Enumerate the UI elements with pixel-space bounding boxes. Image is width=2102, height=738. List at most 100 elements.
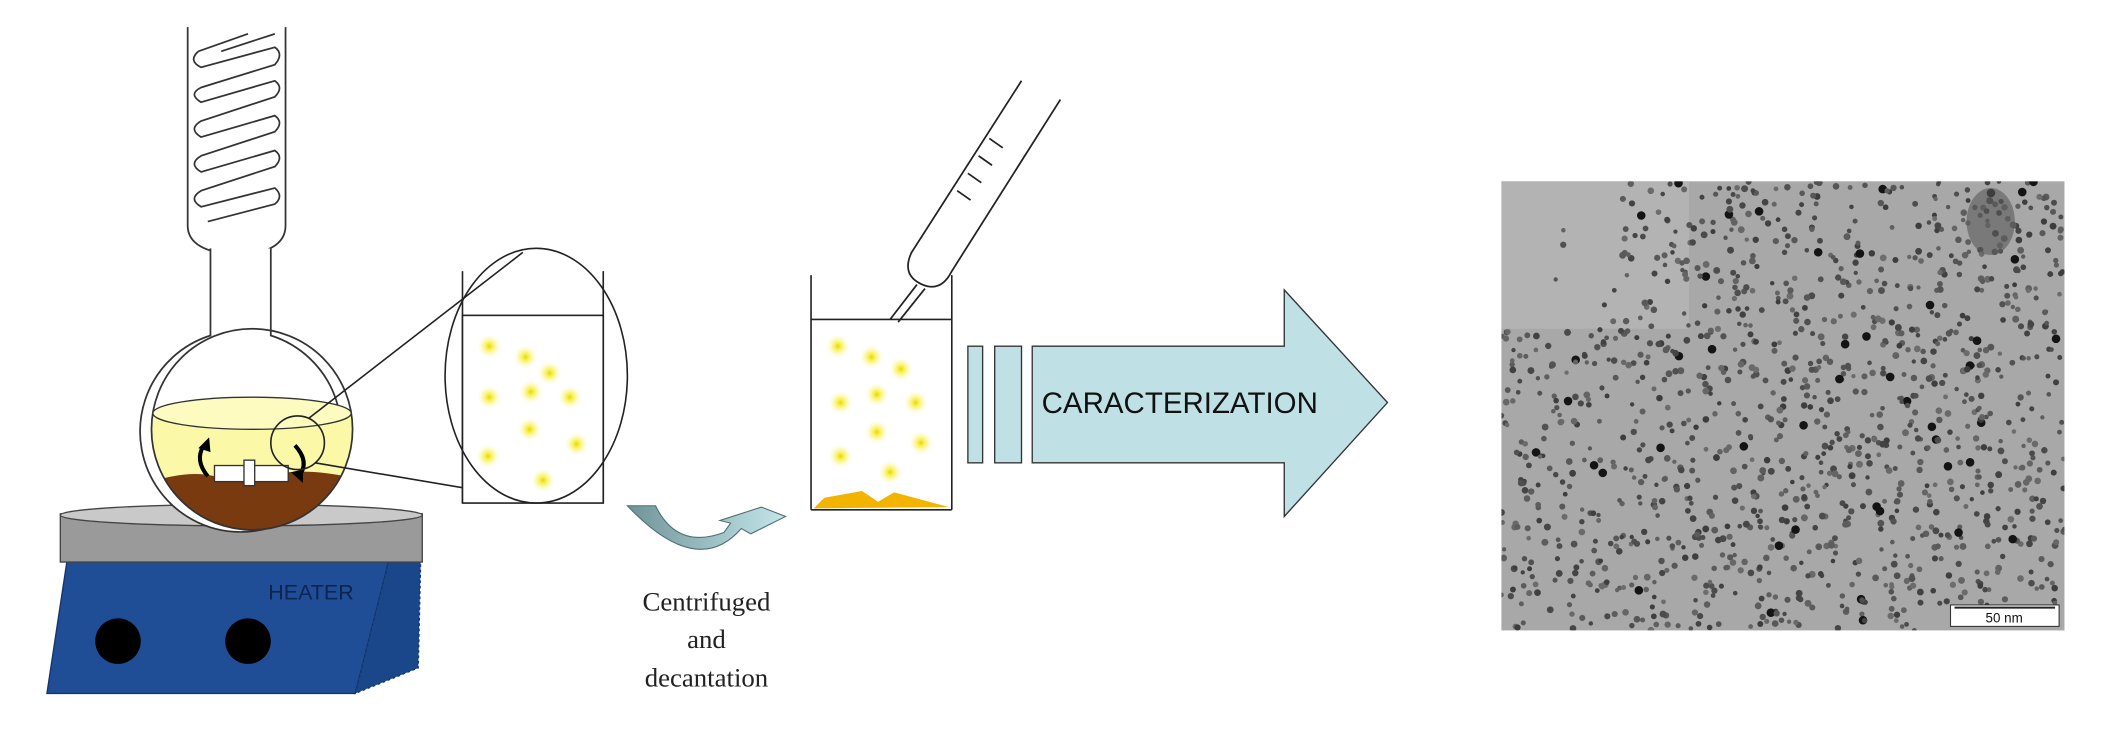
- nanoparticle-dot: [1501, 554, 1508, 562]
- nanoparticle-dot: [1911, 628, 1917, 631]
- nanoparticle-dot: [1903, 577, 1910, 585]
- nanoparticle-dot: [2026, 437, 2033, 443]
- nanoparticle-dot: [1944, 532, 1951, 538]
- nanoparticle-dot: [1579, 507, 1585, 512]
- nanoparticle-dot: [1656, 443, 1665, 453]
- nanoparticle-dot: [1781, 249, 1788, 256]
- nanoparticle-dot: [1962, 399, 1967, 405]
- nanoparticle-dot: [1838, 292, 1845, 299]
- nanoparticle-dot: [1771, 201, 1777, 207]
- nanoparticle-dot: [1878, 526, 1884, 532]
- pipette: [889, 80, 1062, 323]
- nanoparticle-dot: [1740, 341, 1746, 347]
- round-bottom-flask: [139, 248, 354, 533]
- nanoparticle-dot: [1948, 328, 1954, 334]
- nanoparticle-dot: [1730, 542, 1736, 548]
- nanoparticle-dot: [2044, 576, 2050, 582]
- nanoparticle-dot: [1874, 278, 1879, 284]
- nanoparticle-dot: [1948, 253, 1954, 259]
- heater-knob[interactable]: [95, 618, 141, 664]
- nanoparticle-dot: [1918, 258, 1924, 264]
- nanoparticle-dot: [1664, 216, 1671, 223]
- nanoparticle-dot: [1885, 467, 1893, 474]
- nanoparticle-glow-group: [475, 334, 589, 493]
- nanoparticle-dot: [2038, 584, 2045, 590]
- nanoparticle-dot: [1678, 466, 1685, 474]
- nanoparticle-dot: [1524, 332, 1531, 339]
- nanoparticle-dot: [1842, 520, 1849, 528]
- nanoparticle-dot: [1509, 361, 1515, 368]
- nanoparticle-dot: [2047, 271, 2054, 278]
- nanoparticle-dot: [1688, 500, 1694, 506]
- nanoparticle-dot: [2038, 556, 2045, 563]
- nanoparticle-dot: [1597, 327, 1603, 333]
- nanoparticle-dot: [1934, 312, 1941, 319]
- nanoparticle-dot: [1915, 332, 1921, 338]
- nanoparticle-dot: [1716, 295, 1721, 300]
- nanoparticle-dot: [1569, 625, 1577, 631]
- nanoparticle-dot: [1791, 275, 1798, 281]
- nanoparticle-dot: [1759, 467, 1767, 474]
- nanoparticle-dot: [1840, 339, 1850, 349]
- nanoparticle-dot: [1810, 192, 1817, 199]
- nanoparticle-dot: [1973, 352, 1981, 360]
- nanoparticle-glow: [537, 360, 562, 386]
- nanoparticle-dot: [1943, 394, 1948, 400]
- nanoparticle-dot: [1570, 417, 1578, 425]
- heater-knob[interactable]: [225, 618, 271, 664]
- nanoparticle-dot: [2029, 515, 2036, 522]
- nanoparticle-dot: [1510, 586, 1516, 593]
- nanoparticle-dot: [1750, 188, 1756, 193]
- nanoparticle-dot: [1637, 351, 1644, 358]
- nanoparticle-dot: [1916, 588, 1924, 596]
- heater: HEATER: [46, 503, 423, 695]
- nanoparticle-dot: [1888, 605, 1895, 612]
- nanoparticle-dot: [1660, 191, 1665, 197]
- nanoparticle-dot: [1883, 582, 1889, 588]
- nanoparticle-dot: [1936, 280, 1943, 287]
- nanoparticle-dot: [1961, 589, 1968, 596]
- nanoparticle-dot: [1827, 397, 1834, 405]
- nanoparticle-dot: [1997, 351, 2003, 356]
- nanoparticle-dot: [1772, 594, 1779, 600]
- nanoparticle-dot: [2030, 455, 2036, 461]
- nanoparticle-dot: [2008, 487, 2014, 492]
- nanoparticle-dot: [1897, 444, 1903, 450]
- nanoparticle-dot: [2033, 496, 2039, 502]
- nanoparticle-dot: [1648, 323, 1655, 330]
- nanoparticle-dot: [1607, 540, 1614, 547]
- nanoparticle-dot: [1672, 459, 1677, 464]
- nanoparticle-dot: [1781, 504, 1789, 511]
- nanoparticle-dot: [2001, 458, 2008, 465]
- nanoparticle-glow: [908, 430, 934, 455]
- nanoparticle-dot: [1747, 433, 1754, 440]
- nanoparticle-dot: [1864, 437, 1872, 444]
- nanoparticle-dot: [2036, 193, 2043, 200]
- nanoparticle-dot: [1711, 565, 1717, 572]
- nanoparticle-dot: [1994, 569, 2001, 575]
- nanoparticle-dot: [1908, 562, 1914, 569]
- nanoparticle-dot: [1514, 523, 1521, 530]
- nanoparticle-dot: [1697, 333, 1704, 340]
- nanoparticle-dot: [1659, 425, 1665, 431]
- nanoparticle-dot: [2022, 479, 2030, 486]
- nanoparticle-dot: [1875, 506, 1885, 516]
- nanoparticle-dot: [1594, 588, 1600, 593]
- nanoparticle-dot: [2002, 524, 2008, 531]
- nanoparticle-dot: [1938, 532, 1944, 538]
- nanoparticle-dot: [1581, 352, 1588, 359]
- nanoparticle-dot: [1965, 239, 1971, 245]
- nanoparticle-dot: [1649, 604, 1655, 610]
- nanoparticle-dot: [1822, 484, 1827, 490]
- nanoparticle-dot: [1689, 515, 1697, 522]
- nanoparticle-dot: [1781, 360, 1788, 367]
- nanoparticle-dot: [2022, 199, 2028, 205]
- nanoparticle-dot: [1628, 200, 1636, 207]
- nanoparticle-dot: [2013, 266, 2020, 274]
- nanoparticle-dot: [1551, 408, 1556, 414]
- nanoparticle-dot: [1872, 574, 1879, 582]
- nanoparticle-dot: [2050, 208, 2057, 215]
- nanoparticle-dot: [2029, 406, 2035, 412]
- nanoparticle-dot: [2059, 269, 2065, 275]
- nanoparticle-dot: [1983, 570, 1990, 577]
